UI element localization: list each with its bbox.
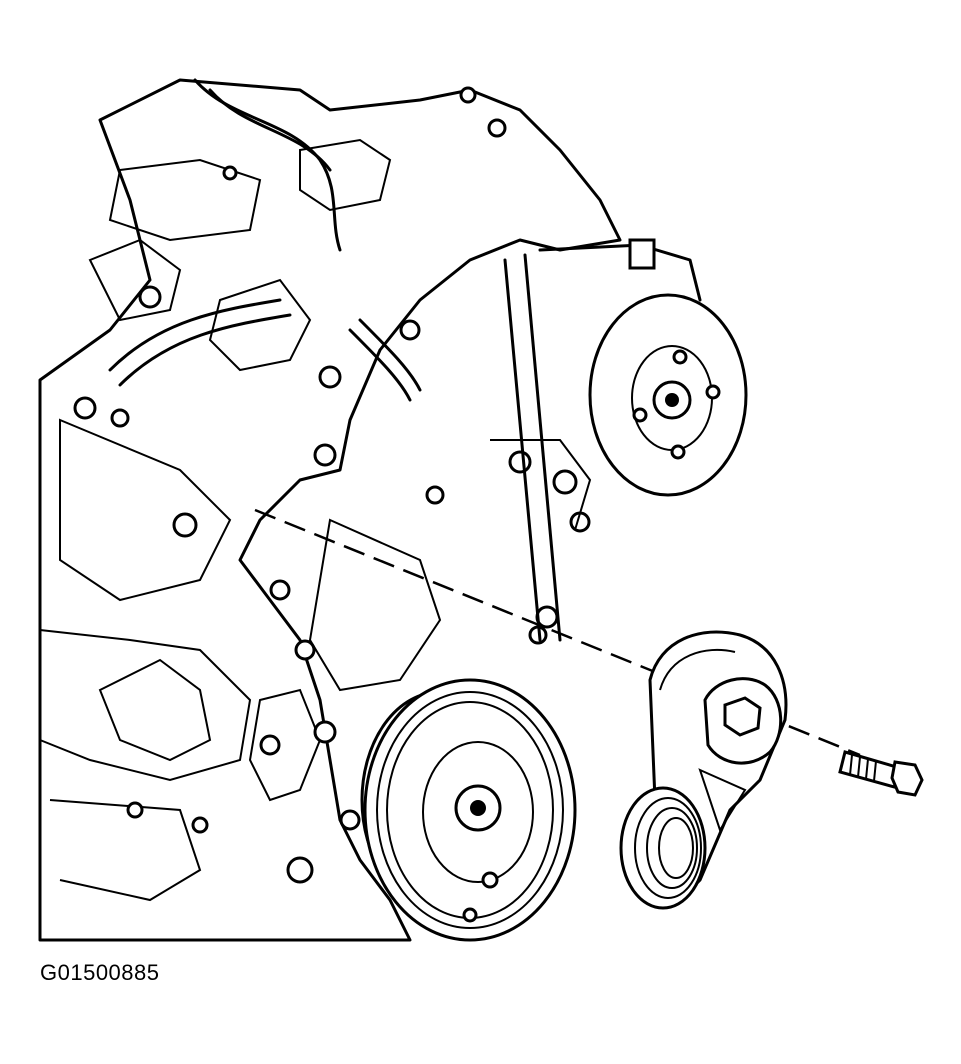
belt-tensioner: [619, 630, 788, 910]
engine-block: [38, 78, 622, 942]
wiring-harness: [108, 78, 422, 402]
figure-id-label: G01500885: [40, 960, 160, 985]
ac-compressor-pulley: [538, 238, 748, 497]
alignment-dash-line: [254, 508, 861, 757]
drive-belt-path: [490, 253, 592, 642]
crankshaft-pulley: [360, 678, 577, 942]
tensioner-bolt: [838, 750, 924, 797]
bolt-heads: [73, 86, 591, 884]
